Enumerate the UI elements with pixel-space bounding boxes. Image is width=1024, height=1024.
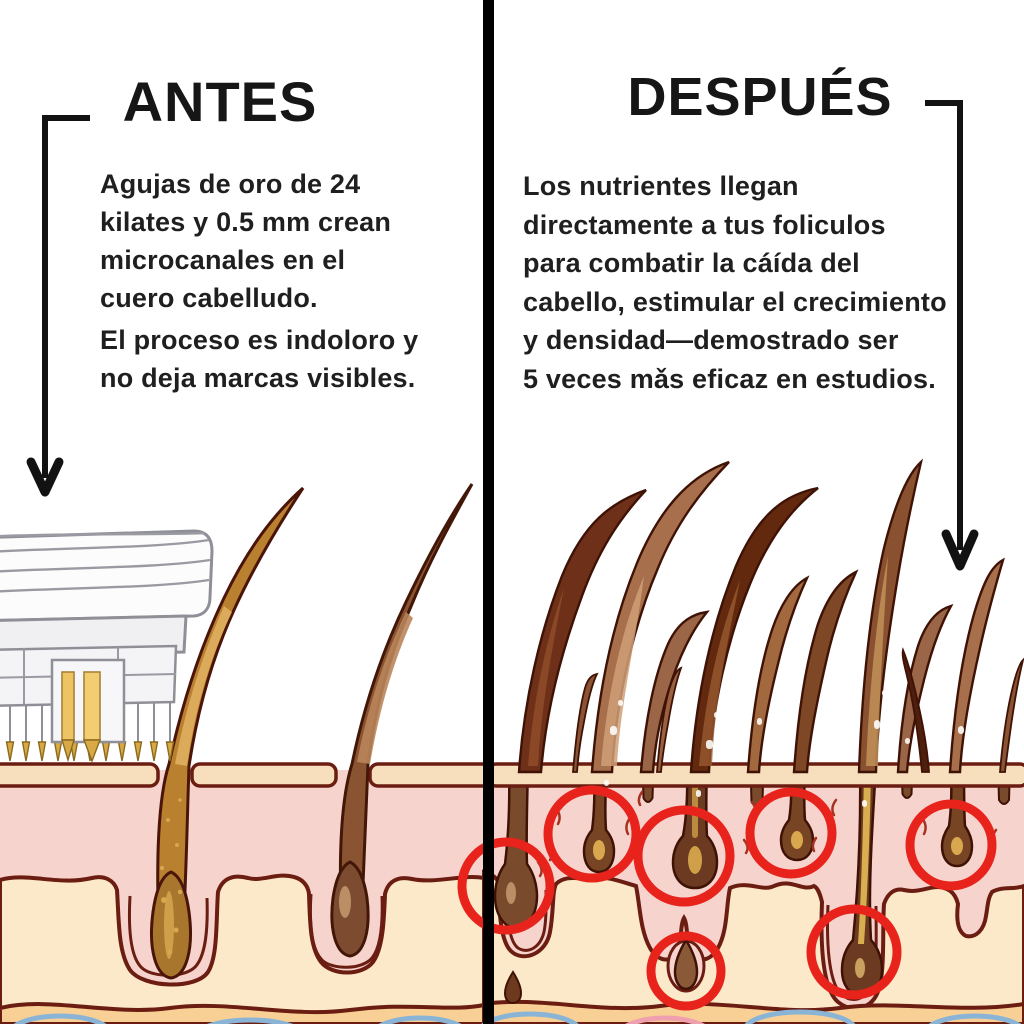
left-hypodermis: [0, 873, 486, 1024]
body-line: no deja marcas visibles.: [100, 363, 416, 393]
body-line: cuero cabelludo.: [100, 283, 318, 313]
small-hairs: [572, 647, 1024, 773]
hair-strand-brown: [330, 483, 474, 958]
right-panel-title: DESPUÉS: [627, 67, 893, 127]
left-panel-body: Agujas de oro de 24 kilates y 0.5 mm cre…: [100, 165, 440, 397]
left-panel-title: ANTES: [122, 70, 318, 133]
right-subcutis-band: [482, 999, 1024, 1024]
body-line: cabello, estimular el crecimiento: [523, 286, 947, 317]
body-line: kilates y 0.5 mm crean: [100, 207, 392, 237]
gold-needle-bar: [61, 671, 75, 741]
follicle-pocket-wall: [308, 893, 384, 969]
follicle-highlight-circle: [543, 785, 641, 883]
microneedling-device: [0, 529, 214, 763]
body-line: y densidad—demostrado ser: [523, 325, 899, 355]
right-skin-cross-section: [457, 458, 1024, 1024]
follicle-highlight-circle: [633, 805, 735, 907]
right-hair-strands: [517, 458, 1024, 774]
follicle-roots: [493, 764, 1012, 998]
follicle-highlight-circles: [457, 785, 997, 1011]
right-panel-body: Los nutrientes llegan directamente a tus…: [523, 167, 968, 398]
hair-strand-golden: [150, 486, 305, 980]
follicle-highlight-circle: [457, 837, 555, 935]
device-barrel-ridges: [0, 531, 211, 593]
serum-droplet: [503, 970, 523, 1005]
body-line-bold: tus foliculos: [724, 209, 886, 240]
body-line: Los nutrientes llegan: [523, 171, 799, 201]
body-line: Agujas de oro de 24: [100, 169, 361, 199]
follicle-highlight-circle: [905, 799, 997, 891]
left-epidermis-band: [0, 762, 498, 788]
right-hypodermis: [482, 869, 1024, 1024]
hair-streaks: [528, 556, 888, 766]
body-line: microcanales en el: [100, 245, 346, 275]
follicle-highlight-circle: [806, 904, 902, 1000]
body-line: directamente a tus foliculos: [523, 206, 968, 245]
left-blood-vessels: [13, 1013, 462, 1024]
body-line: El proceso es indoloro y: [100, 325, 419, 355]
left-subcutis-band: [0, 1002, 486, 1024]
body-line: para combatir la cáída del: [523, 248, 860, 278]
follicle-highlight-circle: [646, 931, 726, 1011]
follicle-highlight-circle: [745, 787, 837, 879]
hair-specks: [604, 690, 964, 807]
body-line-normal: directamente a: [523, 209, 725, 240]
left-skin-cross-section: [0, 483, 498, 1024]
gold-needle-bar: [83, 671, 101, 741]
panel-divider: [483, 0, 494, 1024]
root-highlights: [506, 768, 963, 978]
new-hair-bud: [673, 937, 699, 991]
body-line: 5 veces mǎs eficaz en estudios.: [523, 363, 936, 394]
bulb-speckles: [159, 798, 183, 955]
right-blood-vessels: [481, 1009, 1022, 1024]
